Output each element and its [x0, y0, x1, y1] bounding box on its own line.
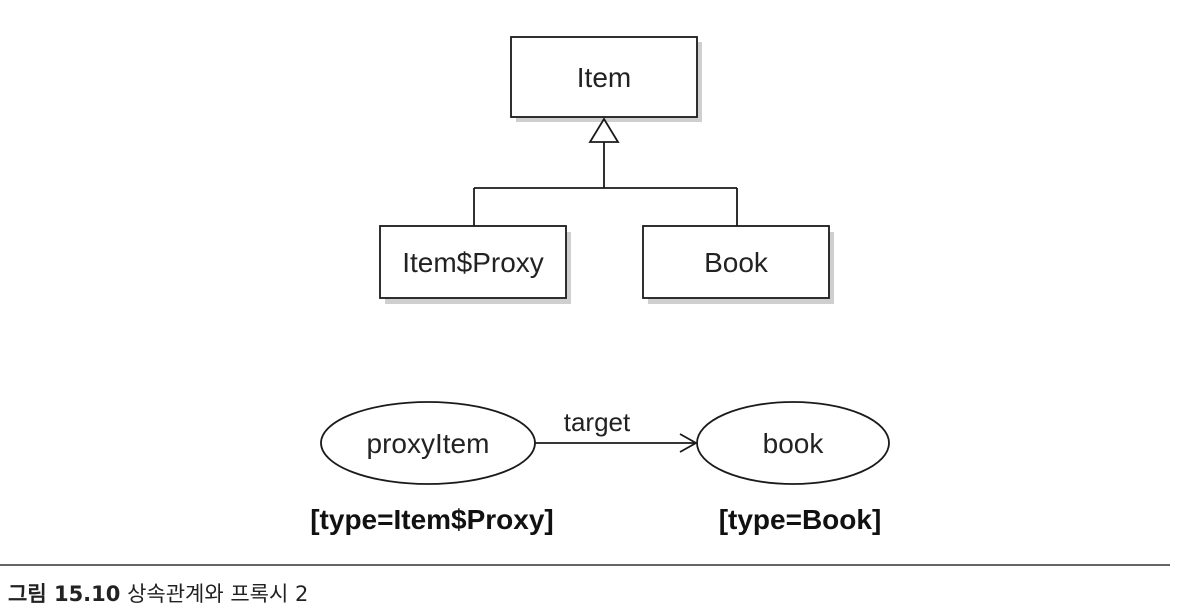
class-item-proxy-label: Item$Proxy [402, 247, 544, 278]
object-book-label: book [763, 428, 825, 459]
object-book: book [696, 401, 890, 485]
class-item: Item [510, 36, 702, 122]
object-proxy-item: proxyItem [320, 401, 536, 485]
target-reference-label: target [564, 407, 631, 437]
class-item-label: Item [577, 62, 631, 93]
class-book: Book [642, 225, 834, 304]
inheritance-arrowhead [588, 117, 620, 143]
object-proxy-item-label: proxyItem [367, 428, 490, 459]
figure-title: 상속관계와 프록시 2 [127, 582, 309, 606]
figure-caption: 그림 15.10 상속관계와 프록시 2 [8, 578, 308, 608]
figure-number: 그림 15.10 [8, 582, 121, 606]
class-book-label: Book [704, 247, 769, 278]
book-type-label: [type=Book] [719, 504, 882, 535]
target-reference-arrowhead [679, 433, 698, 453]
class-item-proxy: Item$Proxy [379, 225, 571, 304]
proxy-item-type-label: [type=Item$Proxy] [310, 504, 554, 535]
